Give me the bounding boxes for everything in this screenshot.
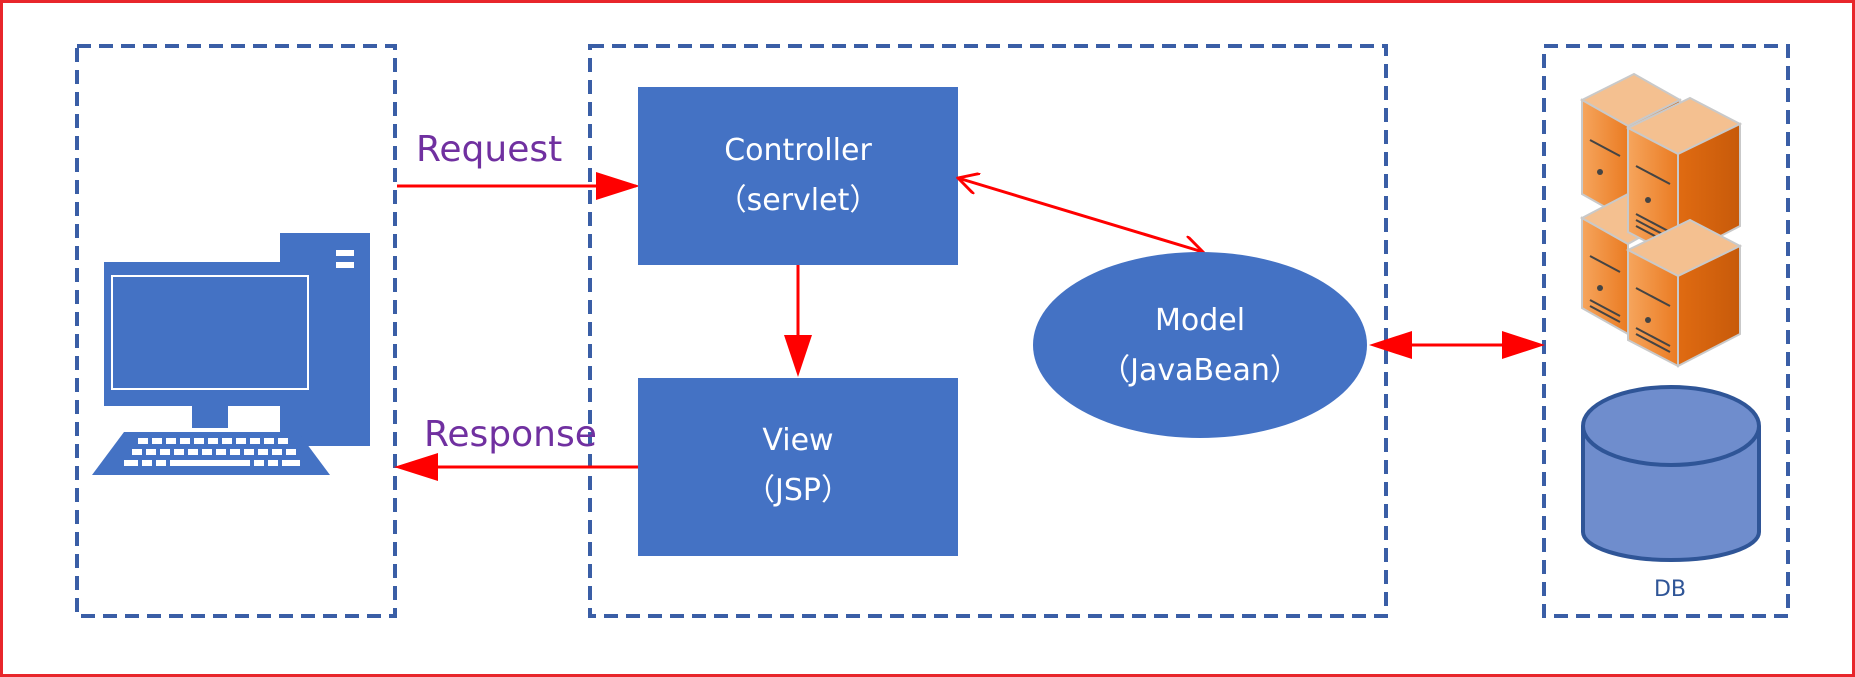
controller-box xyxy=(638,87,958,265)
database-cylinder-icon xyxy=(1581,385,1761,562)
controller-model-arrow xyxy=(958,178,1203,252)
view-box xyxy=(638,378,958,556)
model-title: Model xyxy=(1155,303,1245,338)
model-db-arrowhead-right xyxy=(1502,331,1545,359)
request-arrowhead xyxy=(596,172,640,200)
controller-subtitle: （servlet） xyxy=(717,183,880,218)
client-tier-box xyxy=(75,44,397,618)
model-ellipse xyxy=(1033,252,1367,438)
view-title: View xyxy=(762,423,833,458)
server-stack-icon xyxy=(1579,72,1743,368)
data-tier-box xyxy=(1542,44,1790,618)
response-arrowhead xyxy=(394,453,438,481)
model-subtitle: （JavaBean） xyxy=(1100,353,1300,388)
db-label: DB xyxy=(1654,577,1686,602)
controller-title: Controller xyxy=(724,133,872,168)
model-db-arrowhead-left xyxy=(1369,331,1412,359)
request-label: Request xyxy=(416,129,562,170)
web-tier-box xyxy=(588,44,1388,618)
desktop-computer-icon xyxy=(92,233,370,475)
response-label: Response xyxy=(424,414,597,455)
controller-to-view-arrowhead xyxy=(784,335,812,377)
view-subtitle: （JSP） xyxy=(745,473,851,508)
